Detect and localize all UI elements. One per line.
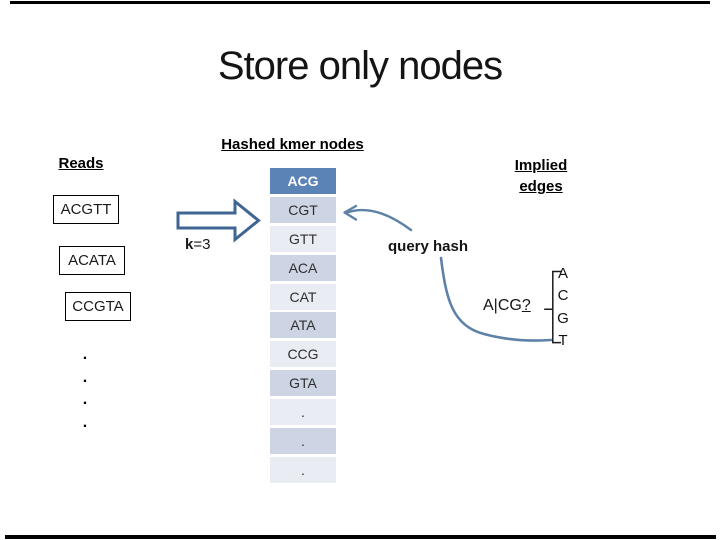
hash-table-row: ATA <box>270 312 336 339</box>
k-value-label: k=3 <box>185 236 210 253</box>
hash-table-row: GTA <box>270 370 336 397</box>
hash-table-row: . <box>270 428 336 455</box>
reads-ellipsis-dot: . <box>82 346 88 363</box>
hash-table-row: CGT <box>270 196 336 223</box>
edge-query-prefix: A|CG <box>483 297 522 314</box>
implied-edges-heading-line2: edges <box>519 178 563 195</box>
read-box: CCGTA <box>65 292 131 321</box>
edge-option: T <box>558 332 568 350</box>
query-arrow-icon <box>345 208 413 232</box>
hash-table-row: ACA <box>270 254 336 281</box>
reads-ellipsis-dot: . <box>82 413 88 431</box>
hash-table: ACG CGT GTT ACA CAT ATA CCG GTA . . . <box>270 168 336 486</box>
read-box: ACATA <box>59 246 125 275</box>
hash-table-row: . <box>270 399 336 426</box>
slide-top-border-line <box>10 1 710 4</box>
edge-option: C <box>557 287 569 305</box>
edge-query-label: A|CG? <box>483 297 531 315</box>
reads-ellipsis: . . . . <box>78 344 92 434</box>
k-value-bold: k <box>185 236 194 253</box>
read-box: ACGTT <box>53 195 119 224</box>
hash-table-row: CAT <box>270 283 336 310</box>
implied-edge-options: A C G T <box>555 263 571 353</box>
query-hash-label: query hash <box>388 238 469 255</box>
hash-table-row: . <box>270 456 336 483</box>
hash-table-heading: Hashed kmer nodes <box>221 136 364 153</box>
implied-edges-heading: Implied edges <box>499 155 583 197</box>
reads-ellipsis-dot: . <box>82 368 88 386</box>
edge-query-mark: ? <box>521 297 531 314</box>
slide-bottom-border-line <box>5 535 716 539</box>
k-value-rest: =3 <box>193 236 211 253</box>
hash-table-row: CCG <box>270 341 336 368</box>
hash-table-row: GTT <box>270 225 336 252</box>
implied-edges-heading-line1: Implied <box>514 157 568 174</box>
edge-option: G <box>557 309 569 327</box>
reads-ellipsis-dot: . <box>82 391 88 408</box>
slide-title: Store only nodes <box>217 44 503 88</box>
kmer-block-arrow-icon <box>176 198 261 243</box>
reads-heading: Reads <box>58 155 104 172</box>
edge-option: A <box>557 265 568 282</box>
query-arrowhead-icon <box>343 204 358 221</box>
hash-table-header-cell: ACG <box>270 168 336 194</box>
